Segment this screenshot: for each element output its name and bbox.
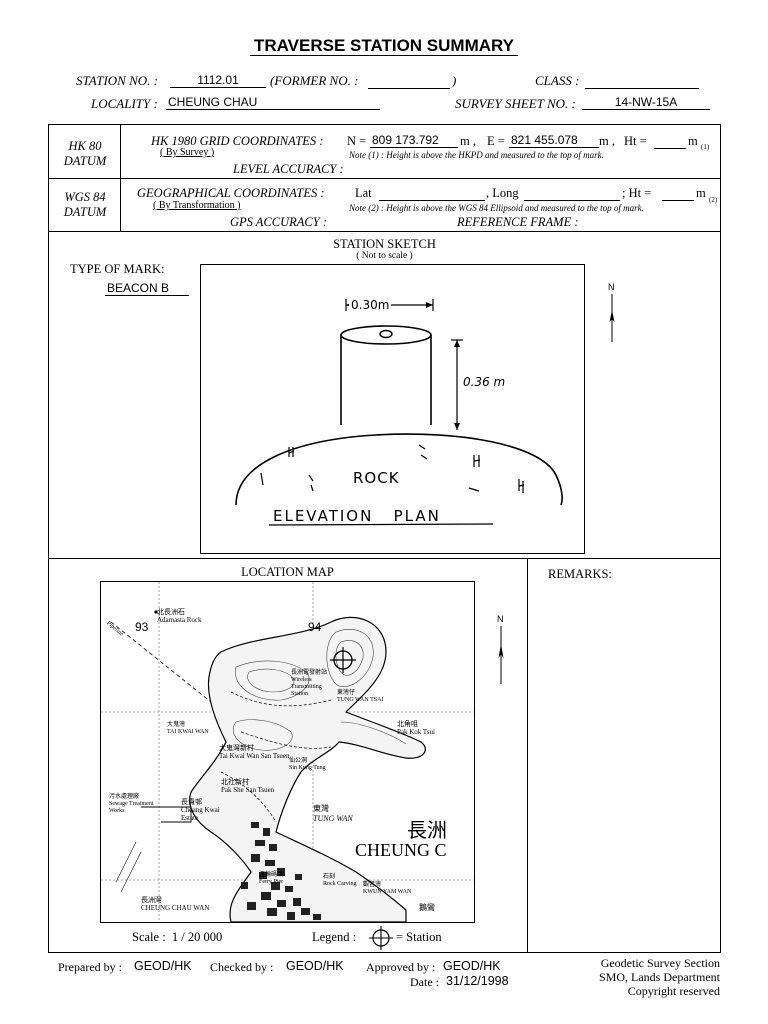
station-legend-icon <box>369 926 393 950</box>
station-no-label: STATION NO. : <box>76 73 158 88</box>
lat-label: Lat <box>355 186 372 200</box>
lat-blank <box>379 187 485 201</box>
map-north-arrow-icon <box>498 626 504 684</box>
wgs84-ht-blank <box>662 187 694 201</box>
location-map-drawing <box>101 582 474 922</box>
row-divider-3 <box>48 558 721 559</box>
place-cheung-chau-zh: 長洲 <box>407 820 447 842</box>
station-no-value: 1112.01 <box>170 73 266 88</box>
by-transformation: ( By Transformation ) <box>153 200 241 211</box>
map-legend-label: Legend : <box>312 930 357 944</box>
locality-value: CHEUNG CHAU <box>166 95 380 110</box>
sketch-north-arrow-icon <box>609 294 615 342</box>
hk80-ht-label: Ht = <box>624 134 647 148</box>
class-blank <box>585 74 699 89</box>
width-dimension: 0.30m <box>349 298 392 312</box>
by-survey: ( By Survey ) <box>160 147 215 158</box>
prepared-label: Prepared by : <box>58 960 122 974</box>
place-ngo-lung: 鵝鸞 <box>419 903 435 912</box>
former-no-close: ) <box>452 73 457 88</box>
long-label: , Long <box>486 186 519 200</box>
gps-accuracy: GPS ACCURACY : <box>230 215 327 229</box>
survey-sheet-value: 14-NW-15A <box>582 95 710 110</box>
form-frame <box>48 124 721 953</box>
approved-label: Approved by : <box>366 960 436 974</box>
row-divider-2 <box>48 231 721 232</box>
type-of-mark-label: TYPE OF MARK: <box>70 262 165 276</box>
place-cheung-chau: CHEUNG C <box>355 840 447 860</box>
checked-value: GEOD/HK <box>286 959 344 973</box>
level-accuracy: LEVEL ACCURACY : <box>233 162 344 176</box>
sketch-frame: 0.30m 0.36 m ROCK ELEVATION PLAN <box>200 264 585 554</box>
station-symbol <box>330 647 356 673</box>
wgs84-note: Note (2) : Height is above the WGS 84 El… <box>349 203 644 213</box>
checked-label: Checked by : <box>210 960 274 974</box>
datum-column-divider <box>120 124 121 231</box>
page-title: TRAVERSE STATION SUMMARY <box>0 36 768 56</box>
survey-sheet-label: SURVEY SHEET NO. : <box>455 96 576 111</box>
type-of-mark-value: BEACON B <box>105 281 189 296</box>
station-sketch-title: STATION SKETCH <box>333 237 436 251</box>
station-sketch-subtitle: ( Not to scale ) <box>356 251 413 261</box>
sketch-north-label: N <box>608 282 615 292</box>
date-value: 31/12/1998 <box>446 974 509 988</box>
remarks-column-divider <box>527 558 528 953</box>
height-dimension: 0.36 m <box>463 375 506 389</box>
class-label: CLASS : <box>535 73 580 88</box>
n-value: 809 173.792 <box>370 133 458 148</box>
wgs84-ht-sub: (2) <box>709 196 718 204</box>
wgs84-ht-label: ; Ht = <box>622 186 652 200</box>
long-blank <box>524 187 620 201</box>
e-value: 821 455.078 <box>509 133 599 148</box>
locality-label: LOCALITY : <box>91 96 158 111</box>
rock-label: ROCK <box>353 469 400 487</box>
row-divider-1 <box>48 178 721 179</box>
wgs84-ht-unit: m <box>696 186 706 200</box>
reference-frame: REFERENCE FRAME : <box>457 215 579 229</box>
map-scale: Scale : 1 / 20 000 <box>132 930 223 944</box>
hk80-ht-blank <box>654 135 686 149</box>
n-label: N = <box>347 134 367 148</box>
grid-label-94: 94 <box>308 620 322 634</box>
map-north-label: N <box>497 614 504 624</box>
remarks-title: REMARKS: <box>548 567 612 581</box>
location-map-title: LOCATION MAP <box>241 565 334 579</box>
date-label: Date : <box>410 975 439 989</box>
prepared-value: GEOD/HK <box>134 959 192 973</box>
elevation-plan-label: ELEVATION PLAN <box>273 507 441 525</box>
geo-coord-label: GEOGRAPHICAL COORDINATES : <box>137 186 325 200</box>
former-no-blank <box>368 74 450 89</box>
e-unit: m , <box>599 134 615 148</box>
grid-label-93: 93 <box>135 620 149 634</box>
map-legend-station: = Station <box>396 930 442 944</box>
e-label: E = <box>487 134 505 148</box>
hk80-note: Note (1) : Height is above the HKPD and … <box>349 150 604 160</box>
hk80-grid-label: HK 1980 GRID COORDINATES : <box>151 134 324 148</box>
former-no-label: (FORMER NO. : <box>270 73 359 88</box>
hk80-ht-sub: (1) <box>701 143 710 151</box>
approved-value: GEOD/HK <box>443 959 501 973</box>
n-unit: m , <box>460 134 476 148</box>
hk80-ht-unit: m <box>688 134 698 148</box>
